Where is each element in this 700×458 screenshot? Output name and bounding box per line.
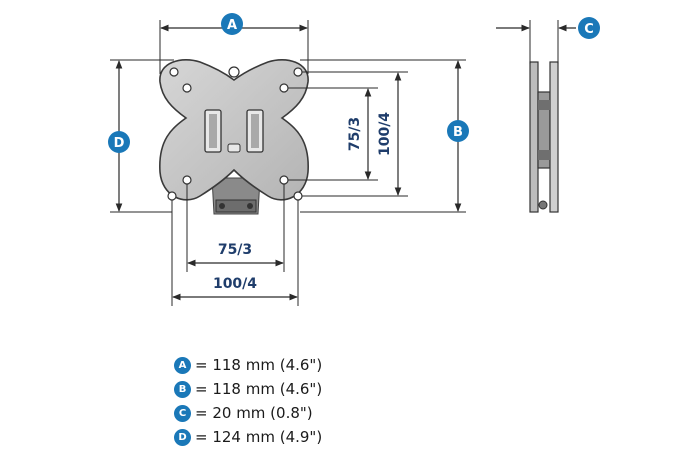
legend-value-d: = 124 mm (4.9") xyxy=(195,428,323,446)
hole-bottom-left-outer xyxy=(167,191,177,201)
hole-bottom-right-inner xyxy=(279,175,289,185)
front-view-bracket xyxy=(159,58,309,215)
dimension-a: A xyxy=(159,13,309,74)
hole-top-right-outer xyxy=(293,67,303,77)
badge-b-letter: B xyxy=(453,125,463,140)
vesa-outer-horizontal-label: 100/4 xyxy=(213,276,257,292)
legend-row-b: B = 118 mm (4.6") xyxy=(174,378,322,400)
badge-a xyxy=(221,13,243,35)
legend-badge-b: B xyxy=(174,380,191,398)
hole-bottom-right-outer xyxy=(293,191,303,201)
dimension-d: D xyxy=(108,59,174,213)
legend-badge-c: C xyxy=(174,404,191,422)
vesa-vertical-dimensions: 75/3 100/4 xyxy=(288,71,408,197)
badge-c-letter: C xyxy=(584,22,594,37)
legend-row-a: A = 118 mm (4.6") xyxy=(174,354,322,376)
vesa-inner-vertical-label: 75/3 xyxy=(347,117,363,151)
hole-top-left-inner xyxy=(182,83,192,93)
badge-d xyxy=(108,131,130,153)
butterfly-plate xyxy=(159,58,309,201)
tv-plate-side xyxy=(549,61,559,213)
vesa-horizontal-dimensions: 75/3 100/4 xyxy=(171,184,299,306)
wall-plate-side xyxy=(529,61,539,213)
legend-value-c: = 20 mm (0.8") xyxy=(195,404,313,422)
vesa-outer-vertical-label: 100/4 xyxy=(377,112,393,156)
badge-d-letter: D xyxy=(114,136,125,151)
legend-badge-d: D xyxy=(174,428,191,446)
legend-value-b: = 118 mm (4.6") xyxy=(195,380,323,398)
legend-badge-a: A xyxy=(174,356,191,374)
top-mount-hole xyxy=(228,66,240,78)
badge-c xyxy=(578,17,600,39)
hole-top-right-inner xyxy=(279,83,289,93)
side-view-bracket xyxy=(529,61,559,213)
legend-value-a: = 118 mm (4.6") xyxy=(195,356,323,374)
badge-b xyxy=(447,120,469,142)
dimension-c: C xyxy=(496,17,600,64)
hole-top-left-outer xyxy=(169,67,179,77)
legend-row-c: C = 20 mm (0.8") xyxy=(174,402,313,424)
legend-row-d: D = 124 mm (4.9") xyxy=(174,426,322,448)
vesa-inner-horizontal-label: 75/3 xyxy=(218,242,252,258)
dimension-b: B xyxy=(300,59,469,213)
hole-bottom-left-inner xyxy=(182,175,192,185)
badge-a-letter: A xyxy=(227,18,237,33)
center-slot xyxy=(227,143,241,153)
